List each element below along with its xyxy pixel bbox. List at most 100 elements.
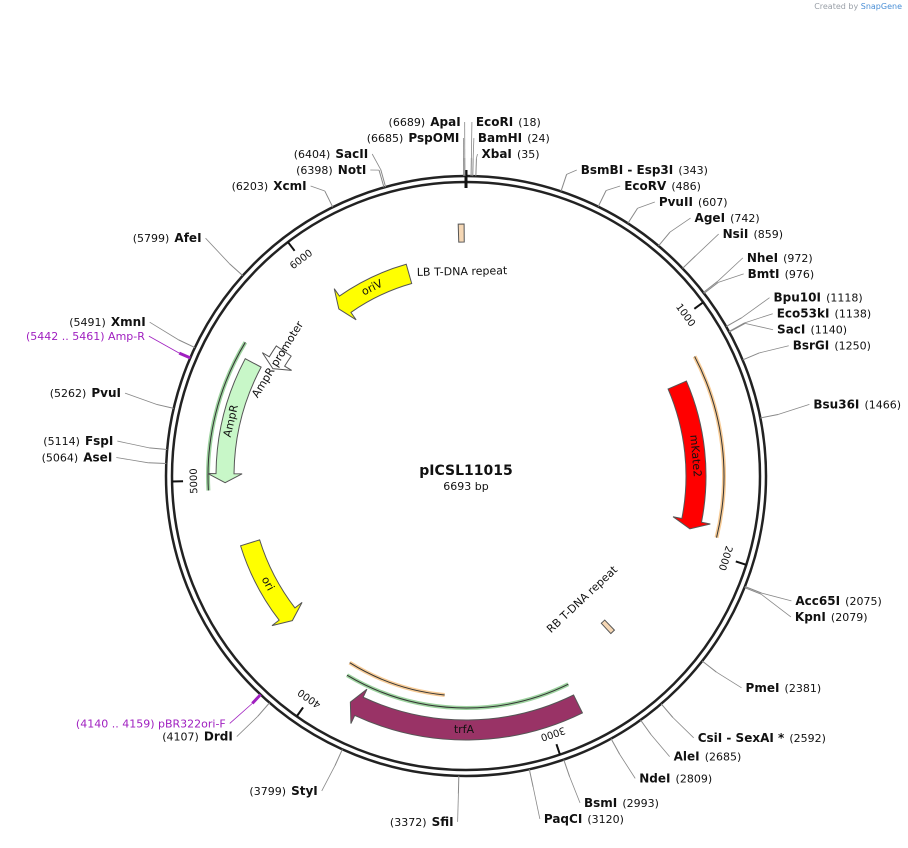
enzyme-position: (1138) [835, 308, 872, 321]
enzyme-name: EcoRV [624, 179, 667, 193]
primer-label: (5442 .. 5461) Amp-R [26, 330, 145, 343]
enzyme-position: (6689) [389, 116, 426, 129]
enzyme-site-sacii: (6404) SacII [294, 143, 368, 162]
cut-line [637, 201, 655, 209]
enzyme-site-kpni: KpnI (2079) [795, 606, 868, 625]
tick-label: 2000 [716, 544, 734, 572]
primer-mark [251, 693, 262, 705]
cut-line [472, 138, 475, 159]
primer-label: (4140 .. 4159) pBR322ori-F [76, 717, 226, 730]
enzyme-site-alei: AleI (2685) [674, 746, 742, 765]
enzyme-site-bpu10i: Bpu10I (1118) [774, 287, 863, 306]
credit-prefix: Created by [814, 2, 859, 11]
enzyme-site-bsmbi-esp3i: BsmBI - Esp3I (343) [581, 159, 708, 178]
cut-line [310, 185, 325, 192]
enzyme-name: CsiI - SexAI * [698, 731, 785, 745]
feature-ampr [207, 358, 262, 484]
enzyme-name: Eco53kI [777, 307, 830, 321]
enzyme-site-acc65i: Acc65I (2075) [795, 590, 881, 609]
enzyme-name: NheI [747, 251, 778, 265]
orf-arc [348, 661, 445, 697]
enzyme-site-xbai: XbaI (35) [481, 143, 539, 162]
enzyme-name: SacI [777, 323, 805, 337]
cut-line [741, 297, 770, 318]
enzyme-position: (1250) [834, 340, 871, 353]
enzyme-name: AfeI [174, 231, 201, 245]
cut-line [669, 217, 691, 233]
enzyme-position: (742) [730, 212, 760, 225]
cut-tick [660, 703, 674, 718]
enzyme-position: (4107) [162, 731, 199, 744]
enzyme-position: (6203) [232, 180, 269, 193]
enzyme-name: NsiI [723, 227, 749, 241]
cut-line [149, 321, 179, 341]
enzyme-site-afei: (5799) AfeI [133, 227, 202, 246]
cut-tick [760, 414, 779, 419]
cut-line [205, 237, 230, 264]
enzyme-position: (35) [517, 148, 540, 161]
snapgene-brand: SnapGene [860, 2, 902, 11]
enzyme-name: BamHI [478, 131, 522, 145]
enzyme-position: (2381) [785, 682, 822, 695]
tick-mark [735, 560, 747, 566]
enzyme-site-pvui: (5262) PvuI [50, 382, 121, 401]
enzyme-site-pmei: PmeI (2381) [746, 677, 822, 696]
cut-line [744, 313, 773, 324]
enzyme-site-csii-sexai: CsiI - SexAI * (2592) [698, 727, 826, 746]
cut-line [695, 233, 719, 257]
cut-line [116, 457, 149, 464]
cut-line [672, 717, 694, 739]
enzyme-name: NotI [338, 163, 367, 177]
feature-mkate2 [667, 380, 711, 530]
cut-line [566, 169, 577, 175]
enzyme-position: (1118) [826, 292, 863, 305]
cut-tick [560, 174, 568, 192]
cut-tick [627, 207, 638, 224]
cut-tick [563, 759, 571, 777]
snapgene-credit: Created by SnapGene [814, 2, 902, 11]
cut-line [759, 345, 789, 354]
cut-line [569, 776, 581, 804]
cut-tick [703, 281, 718, 293]
feature-oriv [333, 263, 413, 321]
enzyme-name: PspOMI [408, 131, 459, 145]
plasmid-name: pICSL11015 [419, 463, 512, 479]
enzyme-position: (6685) [367, 132, 404, 145]
cut-tick [728, 322, 745, 332]
enzyme-name: PaqCI [544, 812, 582, 826]
enzyme-name: BmtI [748, 267, 780, 281]
enzyme-position: (2993) [622, 797, 659, 810]
enzyme-position: (2075) [845, 595, 882, 608]
cut-line [777, 403, 810, 415]
enzyme-name: XcmI [273, 179, 306, 193]
enzyme-site-paqci: PaqCI (3120) [544, 808, 624, 827]
enzyme-name: NdeI [639, 771, 670, 785]
primer-layer: (5442 .. 5461) Amp-R (4140 .. 4159) pBR32… [26, 330, 262, 730]
feature-rb-t-dna-repeat [600, 619, 616, 635]
orf-line [694, 356, 725, 538]
enzyme-position: (5262) [50, 387, 87, 400]
cut-line [650, 734, 670, 757]
cut-line [321, 765, 336, 792]
cut-tick [597, 190, 607, 207]
cut-tick [701, 660, 717, 673]
cut-line [470, 122, 473, 159]
enzyme-name: StyI [291, 784, 318, 798]
enzyme-site-agei: AgeI (742) [695, 207, 760, 226]
cut-tick [703, 282, 719, 294]
cut-tick [148, 462, 167, 465]
enzyme-position: (5491) [69, 316, 106, 329]
orf-layer [206, 341, 726, 710]
cut-tick [744, 586, 762, 594]
enzyme-position: (6398) [296, 164, 333, 177]
cut-tick [528, 769, 534, 787]
enzyme-position: (607) [698, 196, 728, 209]
tick-mark [295, 706, 304, 717]
cut-tick [378, 169, 385, 188]
enzyme-site-sfii: (3372) SfiI [390, 811, 454, 830]
enzyme-position: (5799) [133, 232, 170, 245]
feature-label: AmpR promoter [249, 318, 306, 400]
enzyme-site-ecori: EcoRI (18) [476, 111, 541, 130]
cut-line [236, 716, 259, 737]
enzyme-position: (18) [518, 116, 541, 129]
